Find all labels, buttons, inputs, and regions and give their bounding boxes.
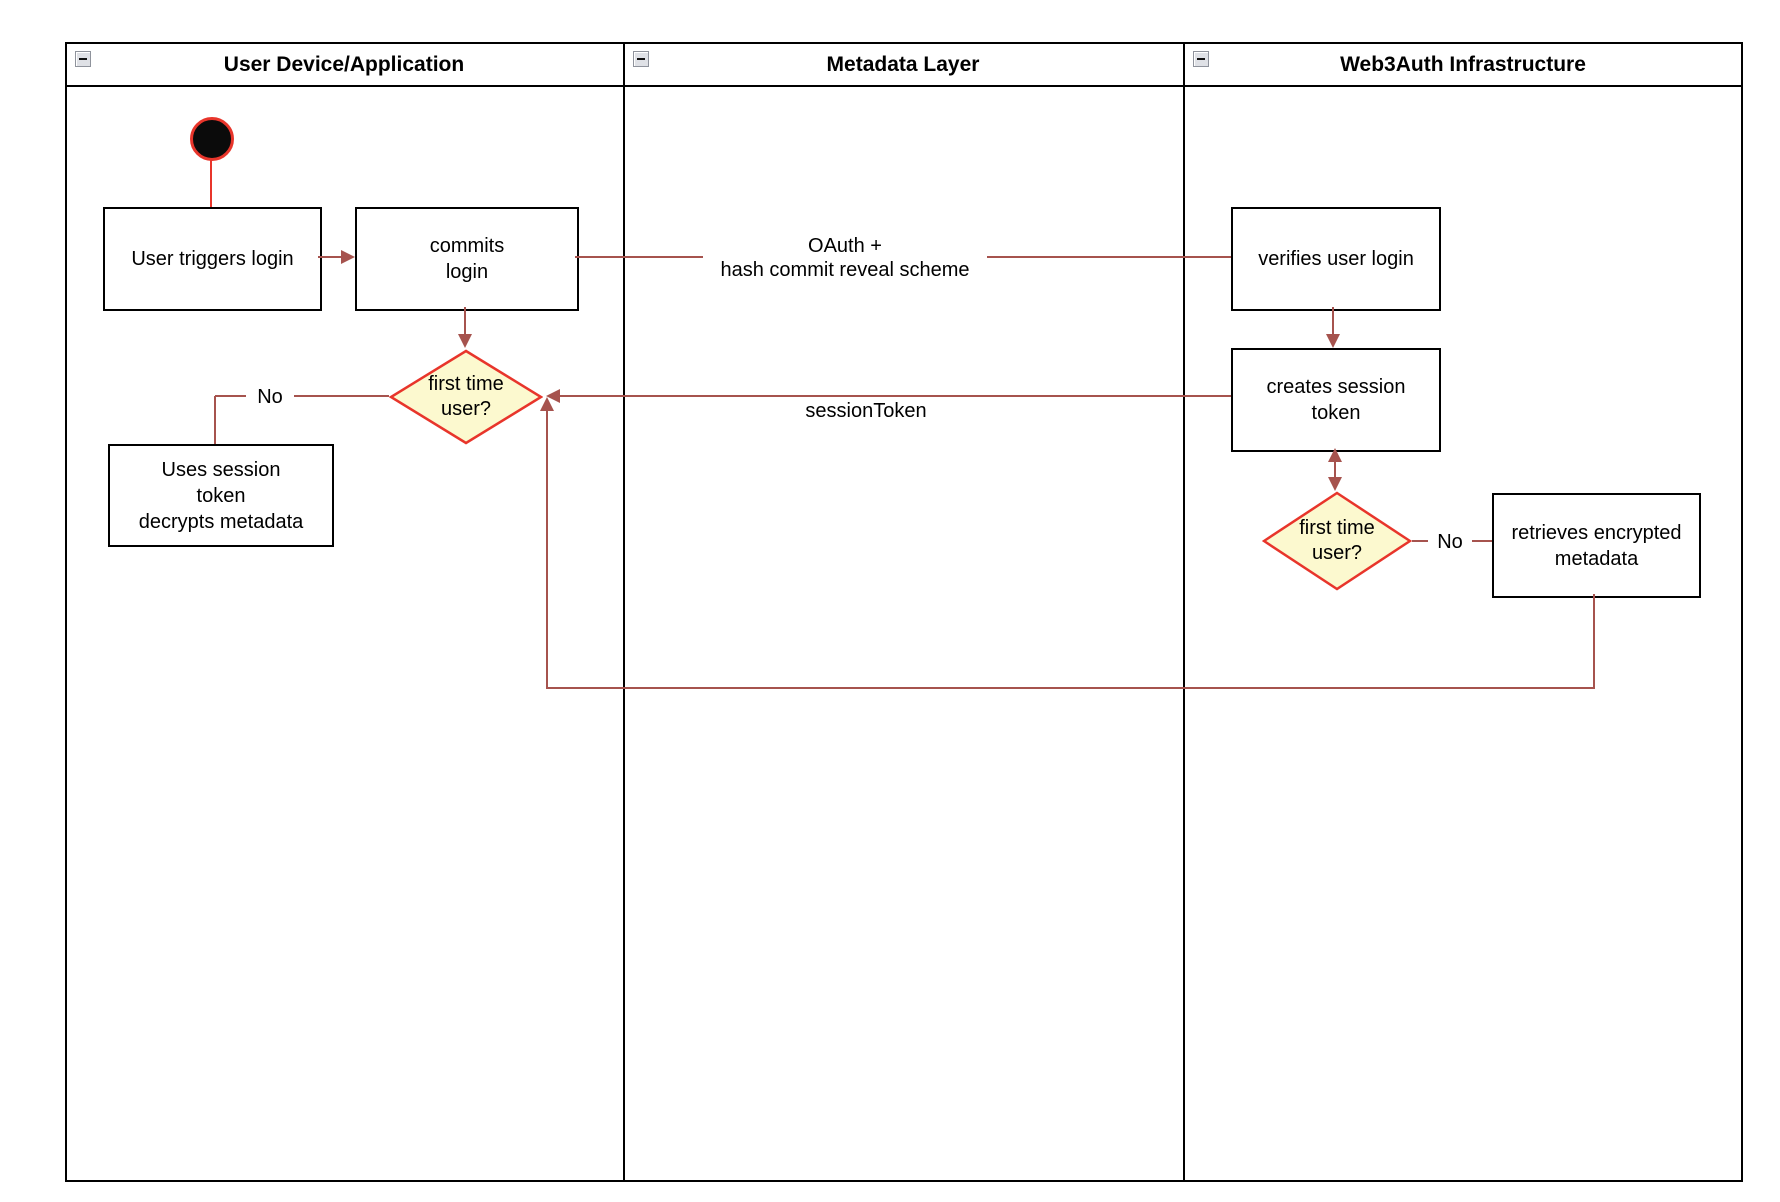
minus-icon [1197, 58, 1205, 60]
edge-feedback-across [546, 687, 1595, 689]
activity-label: login [445, 261, 489, 283]
swimlane-pool-frame [65, 42, 1743, 1182]
activity-label: User triggers login [131, 248, 294, 270]
activity-commits-login[interactable]: commits login [355, 207, 579, 311]
lane-header-divider [65, 85, 1743, 87]
activity-uses-session-token[interactable]: Uses session token decrypts metadata [108, 444, 334, 547]
edge-label-session-token: sessionToken [792, 399, 940, 423]
edge-decision1-no [215, 395, 389, 397]
edge-start-to-user-triggers [210, 159, 212, 207]
activity-label: decrypts metadata [138, 510, 304, 533]
lane-title-web3auth-infrastructure: Web3Auth Infrastructure [1340, 53, 1586, 76]
collapse-icon[interactable] [1193, 51, 1209, 67]
activity-creates-session-token[interactable]: creates session token [1231, 348, 1441, 452]
minus-icon [79, 58, 87, 60]
decision-label: first time user? [428, 373, 504, 420]
edge-creates-to-decision2 [1334, 458, 1336, 484]
lane-title-metadata-layer: Metadata Layer [826, 53, 980, 76]
activity-label: metadata [1554, 547, 1639, 570]
edge-feedback-down [1593, 594, 1595, 689]
edge-creates-to-decision1 [560, 395, 1231, 397]
decision-first-time-user-device[interactable] [389, 349, 543, 445]
edge-label-no-web3auth: No [1428, 529, 1472, 555]
activity-label: token [196, 484, 246, 507]
edge-decision1-no-down [214, 396, 216, 444]
edge-commits-to-decision1 [464, 307, 466, 335]
activity-label: verifies user login [1258, 248, 1414, 270]
initial-node[interactable] [190, 117, 234, 161]
arrowhead-up-icon [1328, 448, 1342, 462]
lane-title-user-device: User Device/Application [223, 53, 465, 76]
activity-user-triggers-login[interactable]: User triggers login [103, 207, 322, 311]
arrowhead-down-icon [458, 334, 472, 348]
arrowhead-up-icon [540, 397, 554, 411]
arrowhead-right-icon [341, 250, 355, 264]
edge-label-oauth: OAuth + hash commit reveal scheme [703, 234, 987, 282]
decision-first-time-user-web3auth[interactable] [1262, 491, 1412, 591]
collapse-icon[interactable] [633, 51, 649, 67]
edge-user-triggers-to-commits [318, 256, 344, 258]
decision-label: first time user? [1299, 517, 1375, 564]
activity-retrieves-encrypted-metadata[interactable]: retrieves encrypted metadata [1492, 493, 1701, 598]
activity-verifies-user-login[interactable]: verifies user login [1231, 207, 1441, 311]
edge-label-no-device: No [246, 384, 294, 410]
lane-separator-2 [1183, 42, 1185, 1182]
edge-feedback-up [546, 410, 548, 689]
lane-separator-1 [623, 42, 625, 1182]
edge-verifies-to-creates [1332, 307, 1334, 335]
collapse-icon[interactable] [75, 51, 91, 67]
activity-label: creates session [1266, 376, 1406, 398]
activity-label: Uses session [161, 458, 281, 481]
arrowhead-down-icon [1328, 477, 1342, 491]
activity-label: commits [429, 235, 505, 257]
arrowhead-down-icon [1326, 334, 1340, 348]
activity-label: token [1311, 402, 1361, 424]
activity-label: retrieves encrypted [1511, 521, 1682, 544]
minus-icon [637, 58, 645, 60]
